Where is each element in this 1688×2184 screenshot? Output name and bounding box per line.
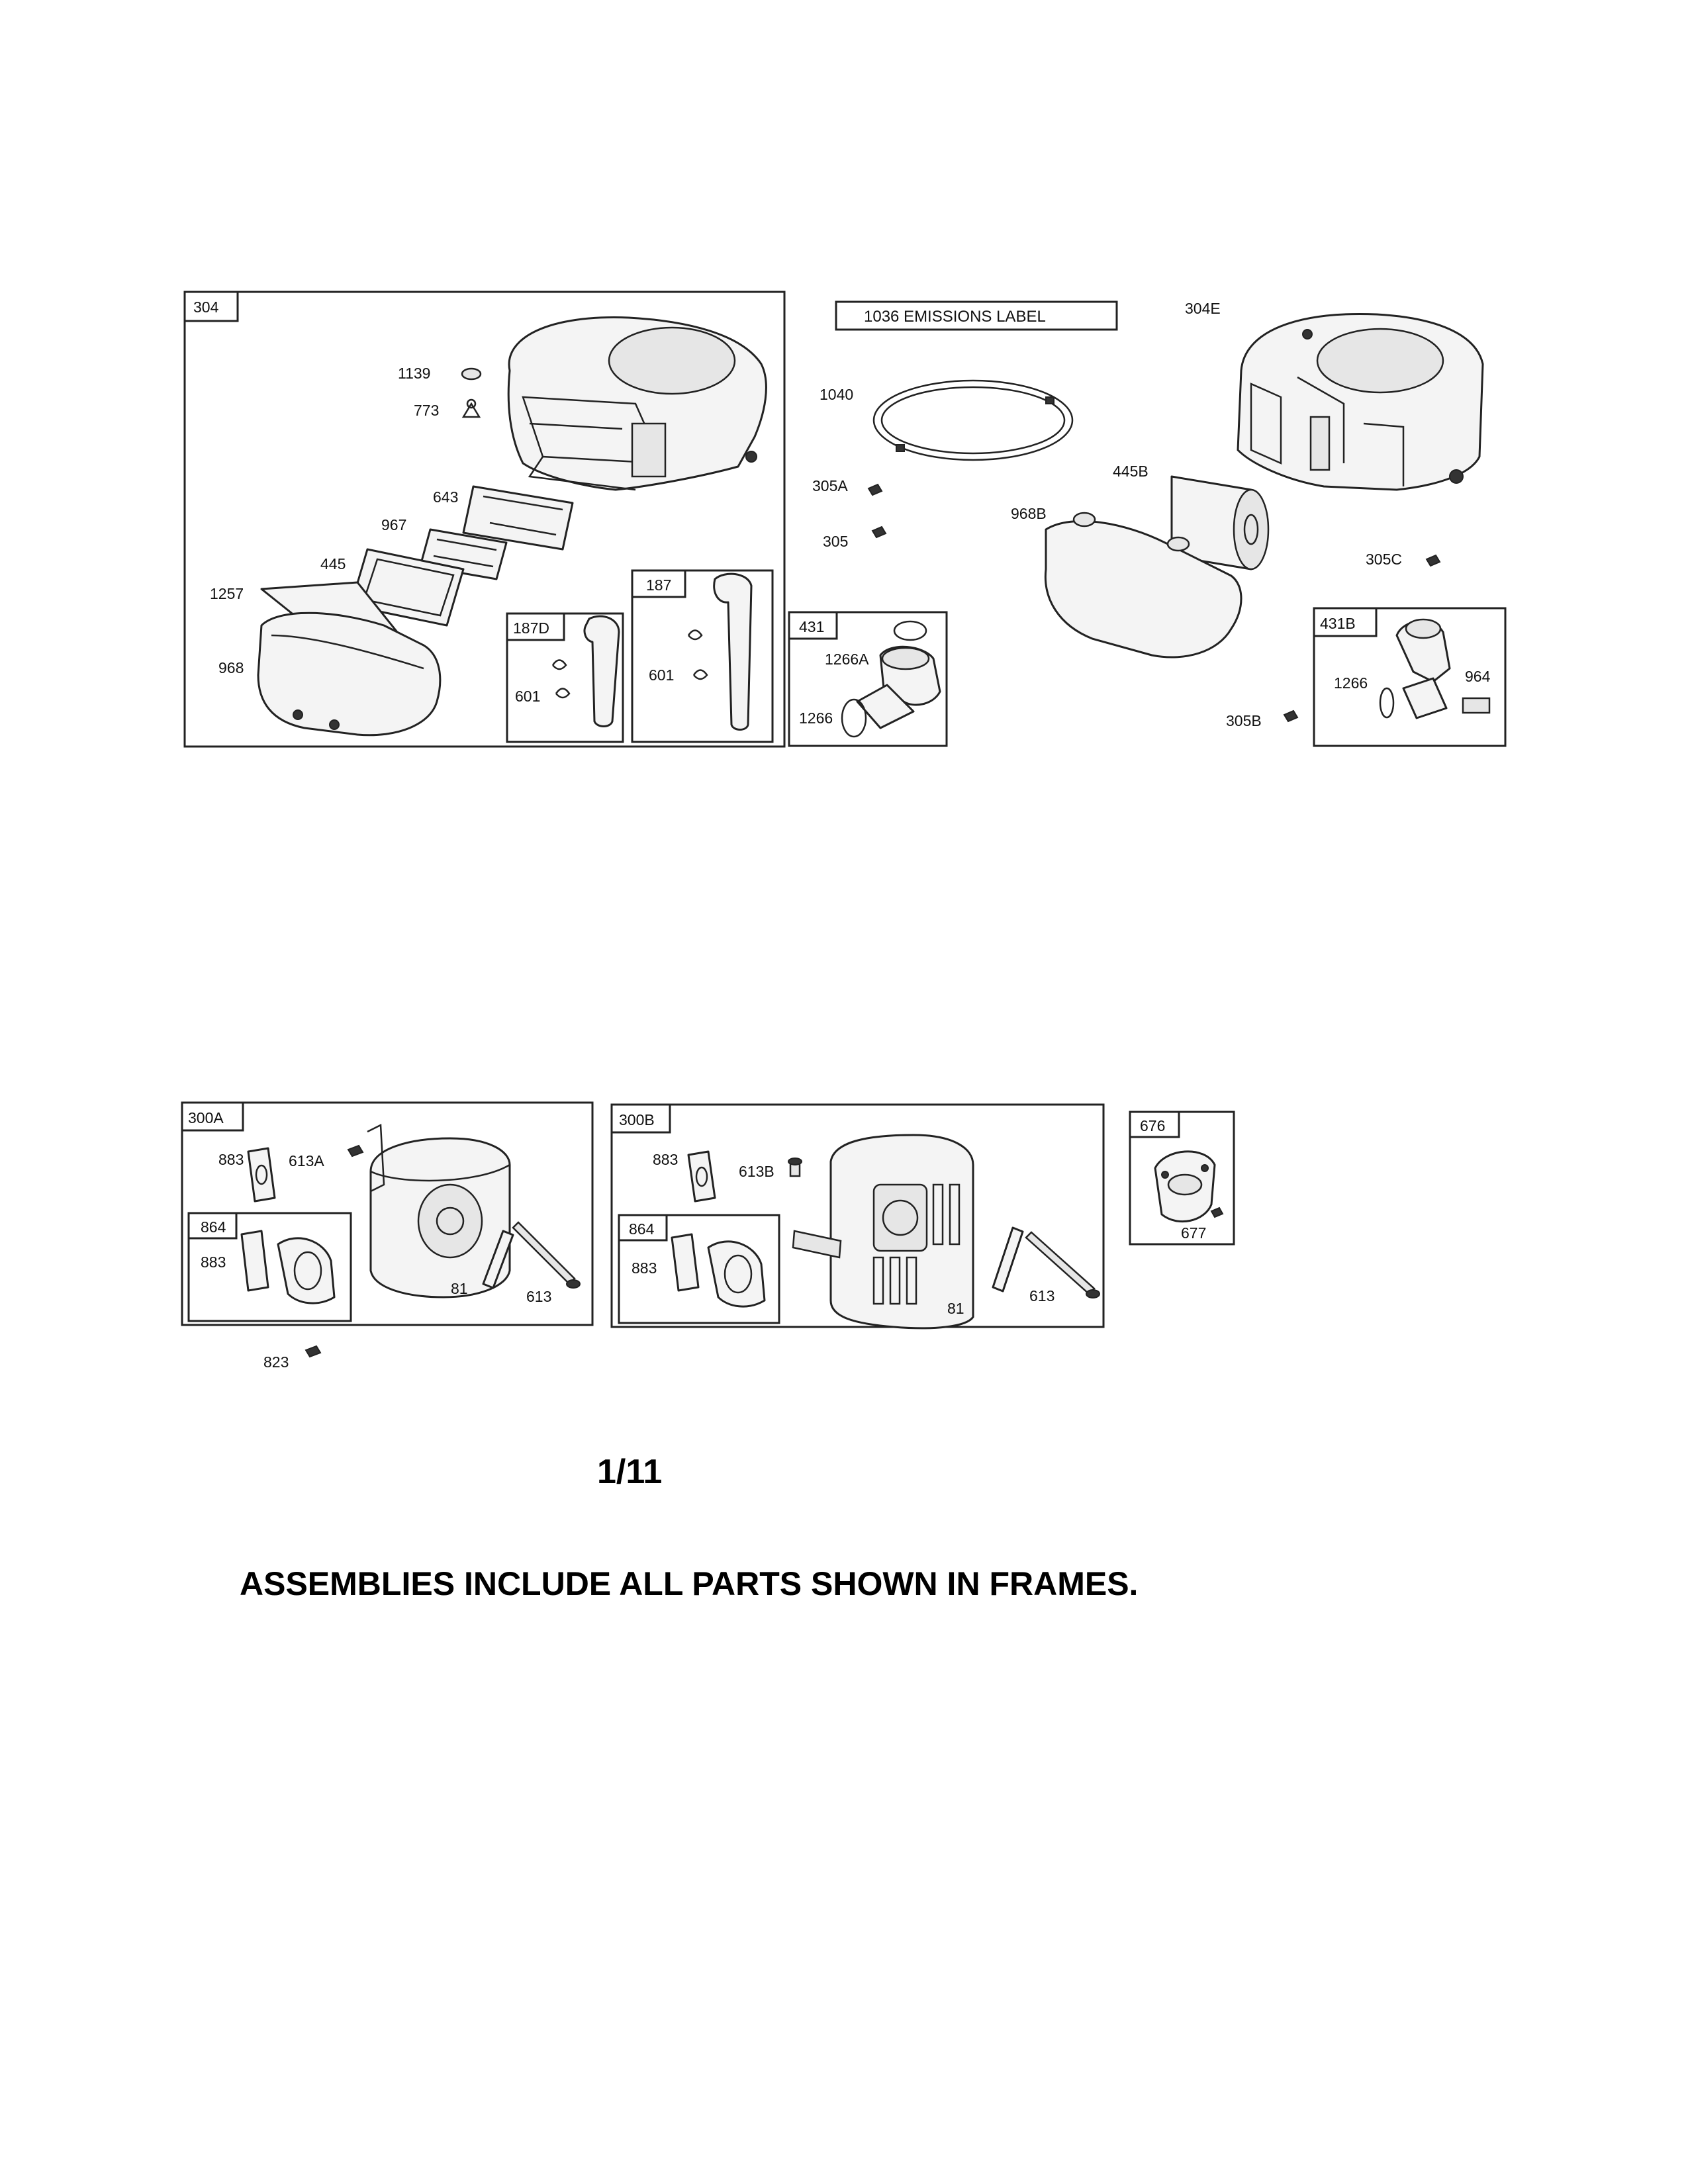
callout-967: 967 (381, 516, 406, 533)
callout-445: 445 (320, 555, 346, 572)
screw-823-part (305, 1345, 322, 1358)
frame-tag-187D: 187D (513, 619, 549, 637)
callout-883-a-top: 883 (218, 1151, 244, 1168)
assembly-frame-300A: 300A (181, 1101, 594, 1326)
frame-tag-864-b: 864 (629, 1220, 655, 1238)
assemblies-note: ASSEMBLIES INCLUDE ALL PARTS SHOWN IN FR… (240, 1565, 1139, 1602)
clip-773-part (461, 398, 481, 418)
callout-883-a-frame: 883 (201, 1253, 226, 1271)
frame-tag-431B: 431B (1320, 615, 1356, 632)
assembly-frame-864-a: 864 (187, 1212, 352, 1322)
air-filter-445B-part (1170, 475, 1270, 570)
assembly-frame-187: 187 (631, 569, 774, 743)
callout-1266A: 1266A (825, 651, 869, 668)
screw-613B-part (788, 1158, 802, 1177)
callout-1257: 1257 (210, 585, 244, 602)
muffler-300B-part (792, 1134, 974, 1330)
frame-tag-676: 676 (1140, 1117, 1165, 1134)
frame-tag-300A: 300A (188, 1109, 224, 1126)
callout-305A: 305A (812, 477, 848, 494)
callout-1266-431B: 1266 (1334, 674, 1368, 692)
callout-883-b-top: 883 (653, 1151, 678, 1168)
callout-601-187: 601 (649, 666, 674, 684)
assembly-frame-431: 431 (788, 611, 948, 747)
air-cleaner-cover-968B-part (1044, 512, 1243, 659)
callout-81-a: 81 (451, 1280, 468, 1297)
assembly-frame-864-b: 864 (618, 1214, 780, 1324)
callout-643: 643 (433, 488, 458, 506)
callout-1266-431: 1266 (799, 709, 833, 727)
callout-677: 677 (1181, 1224, 1206, 1242)
emissions-label-text: 1036 EMISSIONS LABEL (864, 308, 1046, 326)
bolt-613-b-part (1025, 1231, 1100, 1298)
grommet-1139-part (461, 367, 482, 381)
gasket-883-top-b-part (687, 1150, 716, 1203)
callout-1139: 1139 (398, 365, 430, 382)
bracket-81-b-part (992, 1226, 1024, 1293)
bracket-81-a-part (482, 1230, 514, 1289)
muffler-300A-part (367, 1124, 511, 1298)
callout-304E: 304E (1185, 300, 1221, 317)
frame-tag-864-a: 864 (201, 1218, 226, 1236)
gasket-883-top-a-part (247, 1147, 276, 1203)
callout-613-b: 613 (1029, 1287, 1055, 1304)
callout-445B: 445B (1113, 463, 1149, 480)
bolt-613-a-part (512, 1221, 581, 1289)
screw-305-part (871, 525, 887, 539)
callout-1040: 1040 (820, 386, 853, 403)
assembly-frame-431B: 431B (1313, 607, 1507, 747)
page-number: 1/11 (597, 1453, 663, 1491)
assembly-frame-676: 676 (1129, 1111, 1235, 1246)
callout-964: 964 (1465, 668, 1491, 685)
callout-968B: 968B (1011, 505, 1047, 522)
callout-81-b: 81 (947, 1300, 964, 1317)
frame-tag-431: 431 (799, 618, 824, 635)
frame-tag-304: 304 (193, 298, 219, 316)
frame-tag-300B: 300B (619, 1111, 655, 1128)
callout-305: 305 (823, 533, 848, 550)
assembly-frame-304: 304 (183, 291, 786, 748)
retainer-ring-1040-part (872, 379, 1074, 461)
assembly-frame-300B: 300B (610, 1103, 1105, 1328)
callout-613-a: 613 (526, 1288, 551, 1305)
screw-613A-part (347, 1144, 364, 1158)
callout-613A: 613A (289, 1152, 324, 1169)
callout-883-b-frame: 883 (632, 1259, 657, 1277)
screw-305B-part (1283, 709, 1299, 723)
callout-305B: 305B (1226, 712, 1262, 729)
blower-housing-304E-part (1237, 312, 1484, 491)
callout-773: 773 (414, 402, 439, 419)
callout-305C: 305C (1366, 551, 1402, 568)
screw-305A-part (867, 483, 883, 496)
air-cleaner-cover-968-part (257, 612, 442, 737)
callout-968: 968 (218, 659, 244, 676)
callout-601-187D: 601 (515, 688, 540, 705)
callout-823: 823 (263, 1353, 289, 1371)
screw-305C-part (1425, 554, 1441, 567)
blower-housing-part (507, 316, 767, 491)
callout-613B: 613B (739, 1163, 774, 1180)
bracket-643-part (462, 485, 574, 551)
frame-tag-187: 187 (646, 576, 671, 594)
emissions-label-box: 1036 EMISSIONS LABEL (835, 300, 1118, 331)
assembly-frame-187D: 187D (506, 612, 624, 743)
